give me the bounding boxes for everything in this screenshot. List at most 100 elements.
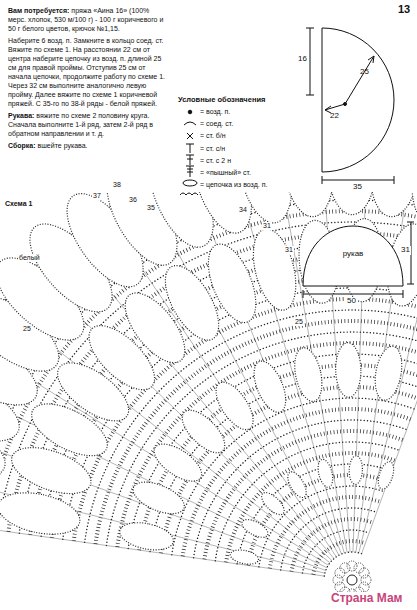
chain-symbol xyxy=(188,110,192,114)
puff-symbol xyxy=(183,180,197,186)
stitch-row xyxy=(0,211,417,529)
paragraph: Сборка: вшейте рукава. xyxy=(8,141,168,150)
watermark: Страна Мам xyxy=(330,592,404,605)
center-petal xyxy=(335,582,345,592)
row-number: 37 xyxy=(92,192,102,200)
legend-entry: = соед. ст. xyxy=(200,120,233,128)
chain-row xyxy=(0,192,417,518)
row-number: 35 xyxy=(146,204,156,212)
pineapple-motif xyxy=(327,192,377,215)
paragraph: Вам потребуется: пряжа «Аина 16» (100% м… xyxy=(8,6,168,33)
pineapple-motif xyxy=(277,192,339,219)
center-dot xyxy=(344,103,347,106)
lead-in: Сборка: xyxy=(8,142,36,149)
instructions: Вам потребуется: пряжа «Аина 16» (100% м… xyxy=(8,6,168,153)
row-number: 25 xyxy=(22,325,32,333)
pineapple-motif xyxy=(258,489,288,518)
row-number: 31 xyxy=(262,222,272,230)
pineapple-motif xyxy=(0,486,84,541)
stitch-row xyxy=(313,541,365,575)
chain-row xyxy=(106,332,417,545)
lace-rows xyxy=(0,192,417,599)
chain-loop-symbol xyxy=(180,193,198,195)
pineapple-motif xyxy=(209,376,260,435)
dim-tick xyxy=(306,95,314,96)
legend-entry: = возд. п. xyxy=(200,108,230,116)
body-text: вшейте рукава. xyxy=(38,142,88,149)
lead-in: Вам потребуется: xyxy=(8,7,69,14)
arrow-head xyxy=(368,56,374,63)
row-number: 34 xyxy=(238,206,248,214)
row-number: 38 xyxy=(112,181,122,189)
pineapple-motif xyxy=(284,469,310,500)
pineapple-motif xyxy=(290,345,326,404)
center-petal xyxy=(359,568,369,578)
chain-row xyxy=(128,354,417,549)
tr-symbol xyxy=(186,166,194,177)
center-petal xyxy=(333,575,343,585)
dome-path xyxy=(303,226,403,286)
spoke-line xyxy=(0,426,326,570)
slip-symbol xyxy=(184,122,196,125)
pineapple-motif xyxy=(349,456,363,485)
page-number: 13 xyxy=(398,3,410,15)
sleeve-dims xyxy=(303,222,414,298)
legend-entry: = ст. б/н xyxy=(200,132,226,140)
center-petal xyxy=(347,561,357,571)
chain-row xyxy=(0,200,417,527)
row-number: 36 xyxy=(128,196,138,204)
dimension: 50 xyxy=(346,297,357,306)
pineapple-motif xyxy=(129,476,189,521)
pineapple-motif xyxy=(371,344,405,402)
pineapple-motif xyxy=(335,342,361,397)
sleeve-shape: рукав xyxy=(300,204,406,288)
center-ring xyxy=(347,575,357,585)
node-text: рукав xyxy=(343,250,364,259)
legend-entry: = цепочка из возд. п. xyxy=(200,181,267,189)
dimension: 25 xyxy=(360,68,369,77)
dim-line xyxy=(322,180,394,181)
dimension: 16 xyxy=(298,55,307,64)
body-shape xyxy=(322,28,394,172)
pineapple-motif xyxy=(248,357,293,417)
radius-arrow xyxy=(345,56,374,104)
scheme-label: Схема 1 xyxy=(4,200,33,208)
row-number: 31 xyxy=(284,246,294,254)
dim-tick xyxy=(407,284,414,285)
dimension: 22 xyxy=(330,112,339,121)
center-petal xyxy=(335,568,345,578)
legend-symbols xyxy=(180,110,198,195)
pineapple-motif xyxy=(229,548,260,567)
paragraph: Рукава: вяжите по схеме 2 половину круга… xyxy=(8,111,168,138)
dimension: 35 xyxy=(352,183,363,192)
dimension: 31 xyxy=(400,246,411,255)
row-number: 25 xyxy=(294,318,304,326)
legend-entry: = «пышный» ст. xyxy=(200,169,251,177)
pineapple-motif xyxy=(246,224,303,314)
lead-in: Рукава: xyxy=(8,112,34,119)
pineapple-motif xyxy=(316,458,336,489)
pineapple-motif xyxy=(148,437,207,488)
pineapple-motif xyxy=(365,192,417,219)
legend-entry: = ст. с/н xyxy=(200,145,225,153)
pineapple-motif xyxy=(175,403,231,459)
pineapple-motif xyxy=(117,518,176,554)
stitch-row xyxy=(117,343,417,547)
dc-symbol xyxy=(186,155,194,165)
pineapple-motif xyxy=(239,516,270,541)
body-scheme xyxy=(306,28,394,184)
sleeve-outline xyxy=(300,204,406,288)
dim-tick xyxy=(322,176,323,184)
center-petal xyxy=(361,575,371,585)
stitch-row xyxy=(74,299,417,541)
pineapple-motif xyxy=(403,192,417,228)
dim-line xyxy=(310,28,311,95)
spoke-line xyxy=(0,342,328,566)
color-note: белый xyxy=(18,254,41,262)
dim-tick xyxy=(407,222,414,223)
dim-line xyxy=(303,294,403,295)
radius-arrow xyxy=(325,104,345,110)
body-text: Наберите 6 возд. п. Замкните в кольцо со… xyxy=(8,37,165,107)
dim-tick xyxy=(303,290,304,298)
center-petal xyxy=(340,563,350,573)
